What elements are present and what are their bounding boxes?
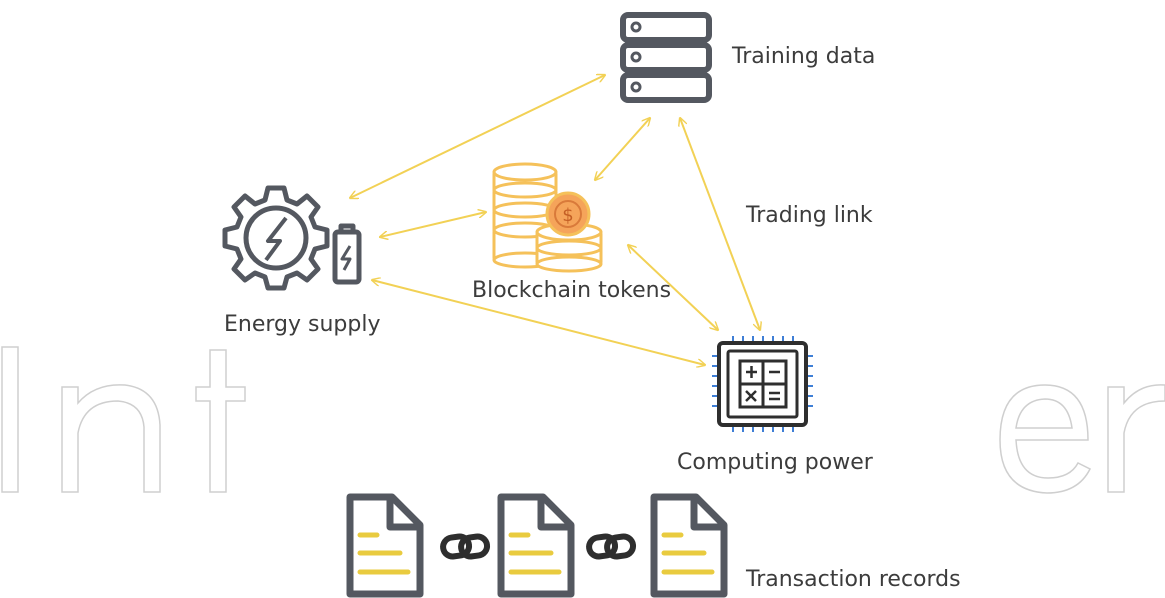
calculator-chip-icon [712, 336, 813, 432]
link-training-computing [680, 118, 760, 330]
svg-text:$: $ [562, 205, 573, 226]
label-training-data: Training data [732, 44, 876, 69]
chain-link-icon [586, 533, 637, 560]
link-energy-tokens [380, 212, 486, 237]
link-energy-training [350, 75, 605, 198]
server-database-icon [620, 12, 712, 103]
label-blockchain-tokens: Blockchain tokens [472, 278, 672, 303]
label-energy-supply: Energy supply [224, 312, 381, 337]
chain-link-icon [440, 533, 491, 560]
link-tokens-training [595, 118, 650, 180]
link-energy-computing [372, 280, 705, 365]
coin-stack-icon: $ [492, 162, 603, 273]
gear-lightning-battery-icon [222, 185, 362, 291]
label-computing-power: Computing power [677, 450, 873, 475]
watermark-logo [1, 346, 1165, 494]
label-transaction-records: Transaction records [746, 567, 961, 592]
label-trading-link: Trading link [746, 203, 873, 228]
linked-documents-icon [346, 493, 728, 598]
